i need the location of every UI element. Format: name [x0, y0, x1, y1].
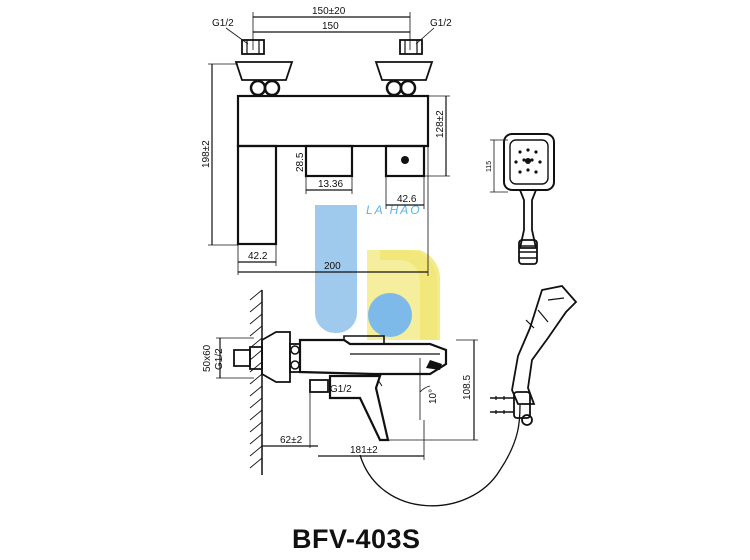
dim-top-width-tol: 150±20 — [312, 6, 346, 17]
dim-thread-right: G1/2 — [430, 18, 452, 29]
dim-base-width: 200 — [324, 261, 341, 272]
dim-reach: 181±2 — [350, 445, 378, 456]
dim-thread-left: G1/2 — [212, 18, 234, 29]
dim-head-size: 115 — [486, 161, 493, 172]
side-view — [216, 289, 521, 507]
dim-top-width: 150 — [322, 21, 339, 32]
dim-spout-width: 13.36 — [318, 179, 343, 190]
dim-base-left: 42.2 — [248, 251, 268, 262]
watermark-text: LA HAO — [366, 203, 422, 217]
top-view — [208, 12, 450, 276]
dim-side-pipe: 50x60 — [202, 344, 213, 372]
dim-spout-height: 108.5 — [462, 375, 473, 400]
dim-small-height: 28.5 — [295, 152, 306, 172]
dim-angle: 10° — [428, 389, 439, 404]
dim-height-right: 128±2 — [435, 110, 446, 138]
hand-shower-front — [490, 133, 555, 265]
dim-height-total: 198±2 — [201, 140, 212, 168]
hand-shower-side — [490, 285, 578, 426]
dim-side-thread: G1/2 — [214, 348, 225, 370]
model-title: BFV-403S — [292, 524, 421, 554]
dim-wall-offset: 62±2 — [280, 435, 303, 446]
dim-bottom-thread: G1/2 — [330, 384, 352, 395]
dim-right-offset: 42.6 — [397, 194, 417, 205]
